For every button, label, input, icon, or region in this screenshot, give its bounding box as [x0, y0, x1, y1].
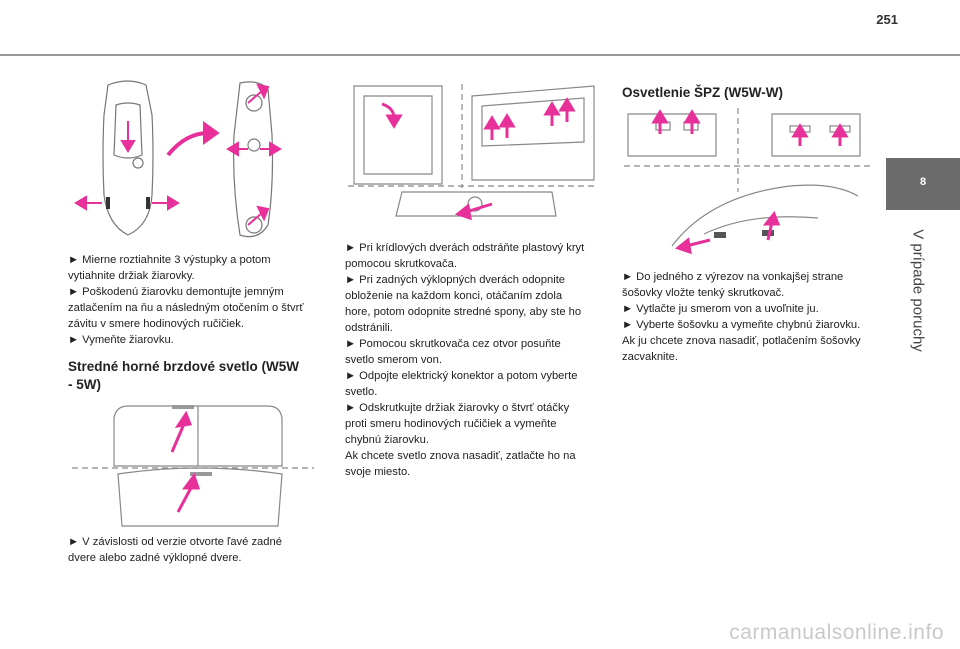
- col1-instructions-2: ► V závislosti od verzie otvorte ľavé za…: [68, 536, 282, 564]
- col3-instructions: ► Do jedného z výrezov na vonkajšej stra…: [622, 271, 861, 363]
- chapter-title-vertical: V prípade poruchy: [900, 212, 930, 372]
- chapter-tab[interactable]: 8: [886, 158, 960, 210]
- page-number: 251: [876, 12, 898, 27]
- col2-instructions: ► Pri krídlových dverách odstráňte plast…: [345, 242, 585, 478]
- licence-plate-lamp-illustration: [624, 108, 874, 255]
- header-rule: [0, 54, 960, 56]
- watermark: carmanualsonline.info: [729, 621, 944, 644]
- col1-heading: Stredné horné brzdové svetlo (W5W - 5W): [68, 359, 300, 392]
- chapter-number: 8: [919, 176, 927, 188]
- col3-heading: Osvetlenie ŠPZ (W5W-W): [622, 85, 783, 100]
- brake-lamp-illustration: [348, 84, 595, 221]
- rear-doors-illustration: [72, 405, 314, 527]
- chapter-title: V prípade poruchy: [909, 229, 927, 352]
- bulb-holder-illustration: [74, 80, 282, 238]
- col1-instructions: ► Mierne roztiahnite 3 výstupky a potom …: [68, 254, 304, 346]
